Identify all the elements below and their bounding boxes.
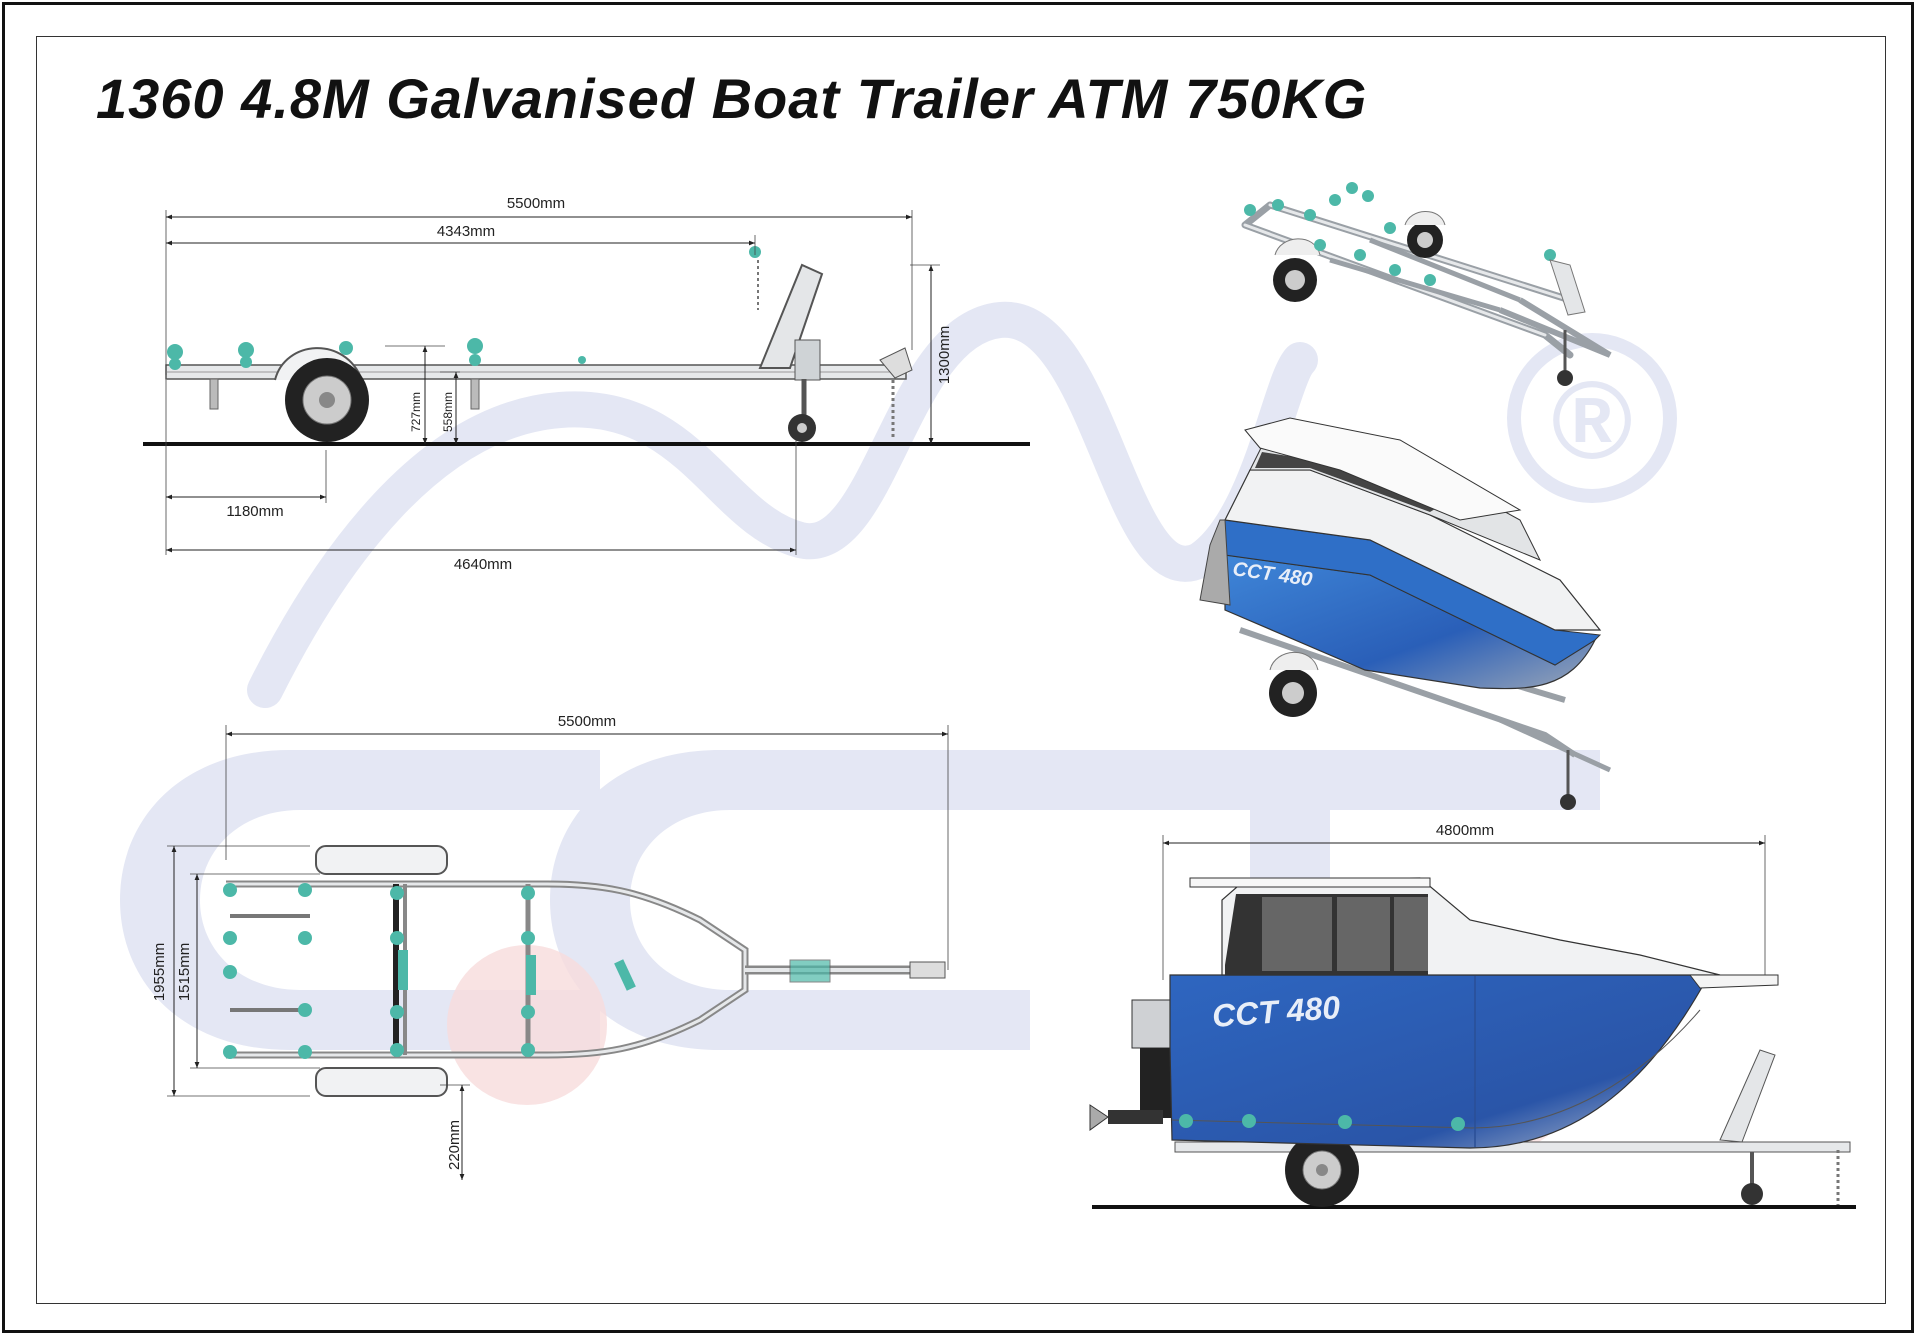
dim-track-width: 1515mm [176, 943, 193, 1001]
top-view-dimensions: 5500mm 1955mm 1515mm 220mm [151, 713, 949, 1180]
side-view-trailer [143, 246, 1030, 446]
dim-axle-height: 558mm [441, 392, 455, 432]
page-title: 1360 4.8M Galvanised Boat Trailer ATM 75… [96, 67, 1368, 130]
dim-overall-length: 5500mm [507, 195, 565, 212]
dim-coupling-to-rear: 4343mm [437, 223, 495, 240]
dim-axle-position: 1180mm [226, 503, 283, 520]
side-view-dimensions: 5500mm 4343mm 1300mm 727mm 558mm 1180mm … [165, 195, 953, 573]
iso-view-boat: CCT 480 [1199, 417, 1612, 810]
side-view-boat: CCT 480 [1089, 877, 1856, 1209]
dim-ground-clearance: 220mm [446, 1120, 463, 1170]
dim-overall-width: 1955mm [151, 943, 168, 1001]
side-rollers [167, 338, 586, 370]
dim-jockey-position: 4640mm [454, 556, 512, 573]
boat-side-name: CCT 480 [1211, 989, 1341, 1034]
boat-side-dimensions: 4800mm [1162, 822, 1766, 980]
inner-border [36, 36, 1886, 1304]
dim-top-overall-length: 5500mm [558, 713, 616, 730]
top-view-trailer [223, 845, 946, 1097]
dim-boat-length: 4800mm [1436, 822, 1494, 839]
dim-frame-height: 727mm [409, 392, 423, 432]
dim-height: 1300mm [936, 326, 953, 384]
iso-view-trailer [1241, 182, 1612, 386]
